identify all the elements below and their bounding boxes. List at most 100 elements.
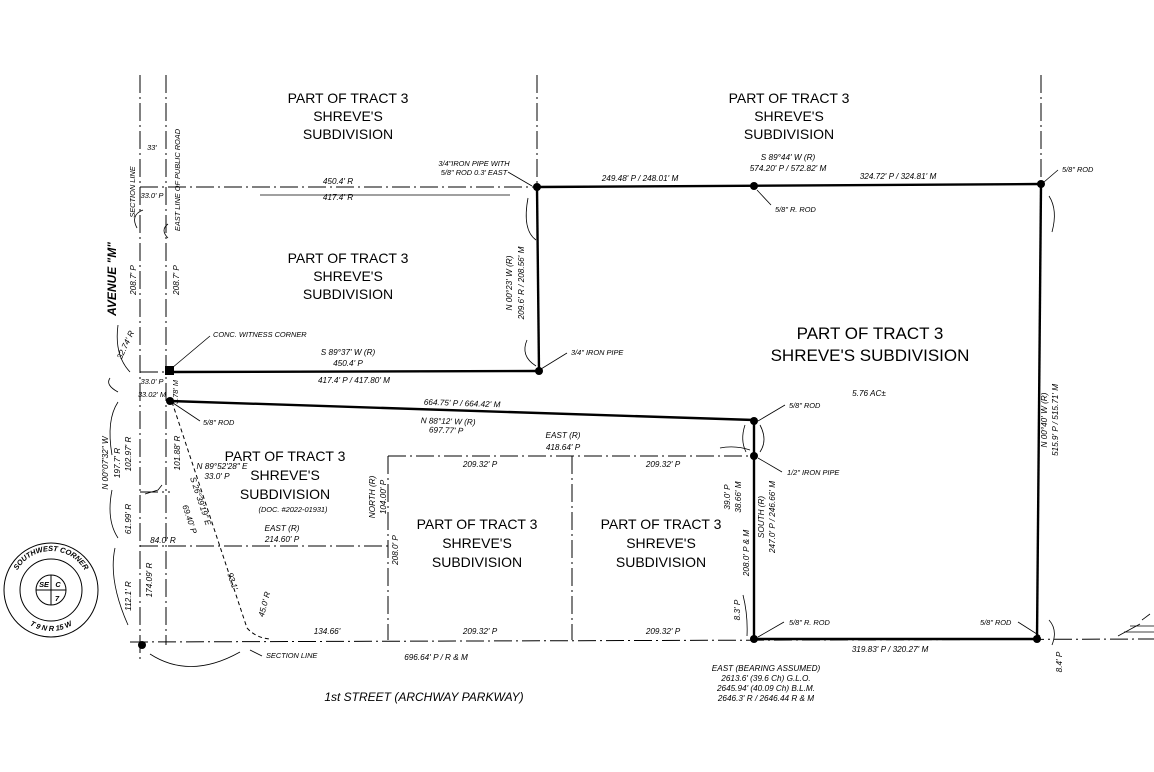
tract-label: PART OF TRACT 3 bbox=[288, 90, 409, 106]
tract-label: SHREVE'S bbox=[313, 108, 383, 124]
dimension-label: 208.0' P bbox=[391, 535, 400, 566]
dimension-label: 319.83' P / 320.27' M bbox=[852, 645, 929, 654]
dimension-label: 208.0' P & M bbox=[742, 530, 751, 577]
dimension-label: 61.99' R bbox=[124, 504, 133, 534]
basis-line: 2613.6' (39.6 Ch) G.L.O. bbox=[720, 674, 810, 683]
dimension-label: NORTH (R) bbox=[368, 475, 377, 518]
dimension-label: 8.4' P bbox=[1055, 651, 1064, 672]
avenue-label: AVENUE "M" bbox=[105, 242, 119, 317]
dimension-label: 208.7' P bbox=[172, 265, 181, 296]
tract-label: SUBDIVISION bbox=[616, 554, 706, 570]
dimension-label: N 00°23' W (R) bbox=[505, 255, 514, 310]
dimension-label: 450.4' R bbox=[323, 177, 353, 186]
monument-marker bbox=[750, 182, 758, 190]
tract-label-main: SHREVE'S SUBDIVISION bbox=[771, 346, 970, 365]
tract-label: SUBDIVISION bbox=[744, 126, 834, 142]
dimension-label: 174.09' R bbox=[145, 563, 154, 598]
tract-label: SHREVE'S bbox=[442, 535, 512, 551]
basis-line: 2646.3' R / 2646.44 R & M bbox=[717, 694, 814, 703]
tract-label: SUBDIVISION bbox=[303, 286, 393, 302]
monument-label: 5/8" R. ROD bbox=[789, 618, 830, 627]
dimension-label: N 88°12' W (R) bbox=[421, 416, 476, 427]
monument-label: 1/2" IRON PIPE bbox=[787, 468, 839, 477]
east-line-label: EAST LINE OF PUBLIC ROAD bbox=[173, 128, 182, 231]
dimension-label: 38.66' M bbox=[734, 481, 743, 512]
corner-outer-circle bbox=[3, 542, 99, 638]
dimension-label: 324.72' P / 324.81' M bbox=[860, 172, 937, 181]
dimension-label: 33.02' M bbox=[138, 390, 167, 399]
tract-label: SHREVE'S bbox=[250, 467, 320, 483]
monument-marker bbox=[750, 452, 758, 460]
tract-label: SUBDIVISION bbox=[432, 554, 522, 570]
dimension-label: 574.20' P / 572.82' M bbox=[750, 164, 827, 173]
dimension-label: 197.7' R bbox=[113, 448, 122, 478]
dimension-label: 33.0' P bbox=[204, 472, 230, 481]
basis-line: 2645.94' (40.09 Ch) B.L.M. bbox=[716, 684, 815, 693]
dimension-label: 104.00' P bbox=[379, 479, 388, 514]
dimension-label: 696.64' P / R & M bbox=[404, 653, 468, 662]
dimension-label: 664.75' P / 664.42' M bbox=[424, 398, 501, 410]
dimension-label: 102.97' R bbox=[124, 437, 133, 472]
dimension-label: 450.4' P bbox=[333, 359, 363, 368]
road-labels: AVENUE "M" 1st STREET (ARCHWAY PARKWAY) … bbox=[105, 128, 524, 704]
section-line-label: SECTION LINE bbox=[266, 651, 317, 660]
basis-of-bearing: EAST (BEARING ASSUMED) 2613.6' (39.6 Ch)… bbox=[712, 664, 821, 703]
monument-label: 3/4"IRON PIPE WITH bbox=[438, 159, 510, 168]
dimension-label: 697.77' P bbox=[429, 425, 464, 435]
monument-marker bbox=[750, 417, 758, 425]
dimension-label: SOUTH (R) bbox=[757, 496, 766, 539]
tract-label: PART OF TRACT 3 bbox=[225, 448, 346, 464]
tract-label: SHREVE'S bbox=[626, 535, 696, 551]
dimension-label: 33.0' P bbox=[141, 377, 164, 386]
witness-corner-marker bbox=[165, 366, 174, 375]
dimension-label: 209.32' P bbox=[462, 460, 498, 469]
dimension-labels: 450.4' R 417.4' R S 89°44' W (R) 574.20'… bbox=[101, 143, 1064, 672]
dimension-label: S 89°44' W (R) bbox=[761, 153, 816, 162]
dimension-label: 209.32' P bbox=[645, 460, 681, 469]
dimension-label: EAST (R) bbox=[264, 524, 299, 533]
dimension-label: S 89°37' W (R) bbox=[321, 348, 376, 357]
dimension-label: 418.64' P bbox=[546, 443, 581, 452]
tract-label: SHREVE'S bbox=[754, 108, 824, 124]
dimension-label: 39.0' P bbox=[723, 484, 732, 510]
tract-label: PART OF TRACT 3 bbox=[729, 90, 850, 106]
basis-line: EAST (BEARING ASSUMED) bbox=[712, 664, 821, 673]
tract-label: PART OF TRACT 3 bbox=[601, 516, 722, 532]
tract-label: PART OF TRACT 3 bbox=[417, 516, 538, 532]
dimension-label: 417.4' R bbox=[323, 193, 353, 202]
monument-marker bbox=[533, 183, 541, 191]
monument-label: 5/8" ROD bbox=[1062, 165, 1094, 174]
tract-labels: PART OF TRACT 3 SHREVE'S SUBDIVISION PAR… bbox=[225, 90, 970, 570]
dimension-label: EAST (R) bbox=[545, 431, 580, 440]
dimension-label: 209.32' P bbox=[462, 627, 498, 636]
dimension-label: N 89°52'28" E bbox=[197, 462, 249, 471]
street-label: 1st STREET (ARCHWAY PARKWAY) bbox=[324, 690, 523, 704]
dimension-label: N 00°40' W (R) bbox=[1040, 392, 1049, 447]
tract-label: SHREVE'S bbox=[313, 268, 383, 284]
dimension-label: 69.40' P bbox=[180, 504, 198, 536]
dimension-label: 84.0' R bbox=[150, 536, 176, 545]
dimension-label: 3.78' M bbox=[171, 379, 180, 404]
monuments bbox=[138, 180, 1045, 649]
dimension-label: 249.48' P / 248.01' M bbox=[601, 174, 679, 183]
tract-label: SUBDIVISION bbox=[240, 486, 330, 502]
dimension-label: 134.66' bbox=[314, 627, 341, 636]
section-line-label: SECTION LINE bbox=[128, 166, 137, 217]
monument-marker bbox=[535, 367, 543, 375]
monument-labels: 3/4"IRON PIPE WITH 5/8" ROD 0.3' EAST 5/… bbox=[203, 159, 1094, 627]
tract-label-main: PART OF TRACT 3 bbox=[797, 324, 944, 343]
monument-marker bbox=[138, 641, 146, 649]
dimension-label: 8.3' P bbox=[733, 599, 742, 620]
dimension-label: 33' bbox=[147, 143, 157, 152]
monument-label: 5/8" ROD bbox=[203, 418, 235, 427]
dimension-label: 515.9' P / 515.71' M bbox=[1051, 384, 1060, 456]
area-label: 5.76 AC± bbox=[852, 389, 886, 398]
corner-inner-circle bbox=[19, 558, 83, 622]
dimension-label: 101.88' R bbox=[173, 436, 182, 471]
corner-c: C bbox=[55, 580, 61, 589]
monument-label: 5/8" ROD bbox=[789, 401, 821, 410]
dimension-label: 214.60' P bbox=[264, 535, 300, 544]
monument-label: CONC. WITNESS CORNER bbox=[213, 330, 307, 339]
dimension-label: N 00°07'32" W bbox=[101, 435, 110, 490]
